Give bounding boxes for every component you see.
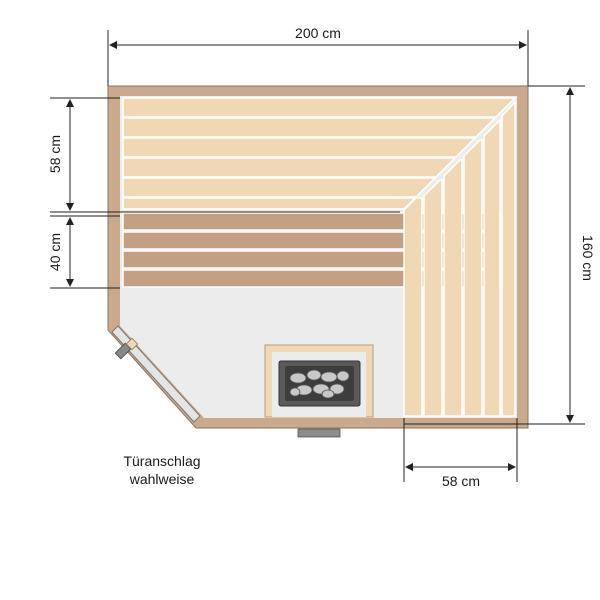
glass-door-icon[interactable] — [111, 325, 201, 423]
bench-slat — [501, 100, 516, 417]
sauna-stove-icon — [264, 344, 374, 438]
bench-slat — [463, 139, 483, 417]
door-leaf[interactable] — [111, 325, 201, 423]
dimension-side-bench — [403, 418, 518, 482]
door-note-line1: Türanschlag — [123, 453, 200, 469]
bench-slat — [423, 179, 443, 417]
bench-slat — [122, 117, 497, 138]
bench-slat — [483, 118, 501, 417]
dimension-depth — [404, 85, 585, 425]
dimension-width — [107, 30, 529, 86]
bench-slat — [403, 197, 423, 417]
stones-icon — [289, 369, 350, 399]
bench-slat — [122, 177, 437, 198]
dimension-lower-bench — [50, 215, 120, 289]
dimension-upper-bench — [50, 97, 400, 213]
upper-bench-label: 58 cm — [47, 135, 63, 173]
bench-slat — [122, 97, 517, 118]
width-label: 200 cm — [295, 25, 341, 41]
stove-control-unit — [297, 428, 341, 438]
side-bench — [403, 100, 516, 417]
bench-slat — [122, 157, 457, 178]
upper-bench — [122, 97, 517, 210]
depth-label: 160 cm — [580, 235, 596, 281]
side-bench-label: 58 cm — [442, 473, 480, 489]
bench-slat — [122, 137, 477, 158]
lower-bench-label: 40 cm — [47, 233, 63, 271]
door-hinge — [125, 337, 139, 351]
bench-slat — [443, 159, 463, 417]
door-note-line2: wahlweise — [129, 471, 195, 487]
bench-slat — [122, 197, 417, 210]
